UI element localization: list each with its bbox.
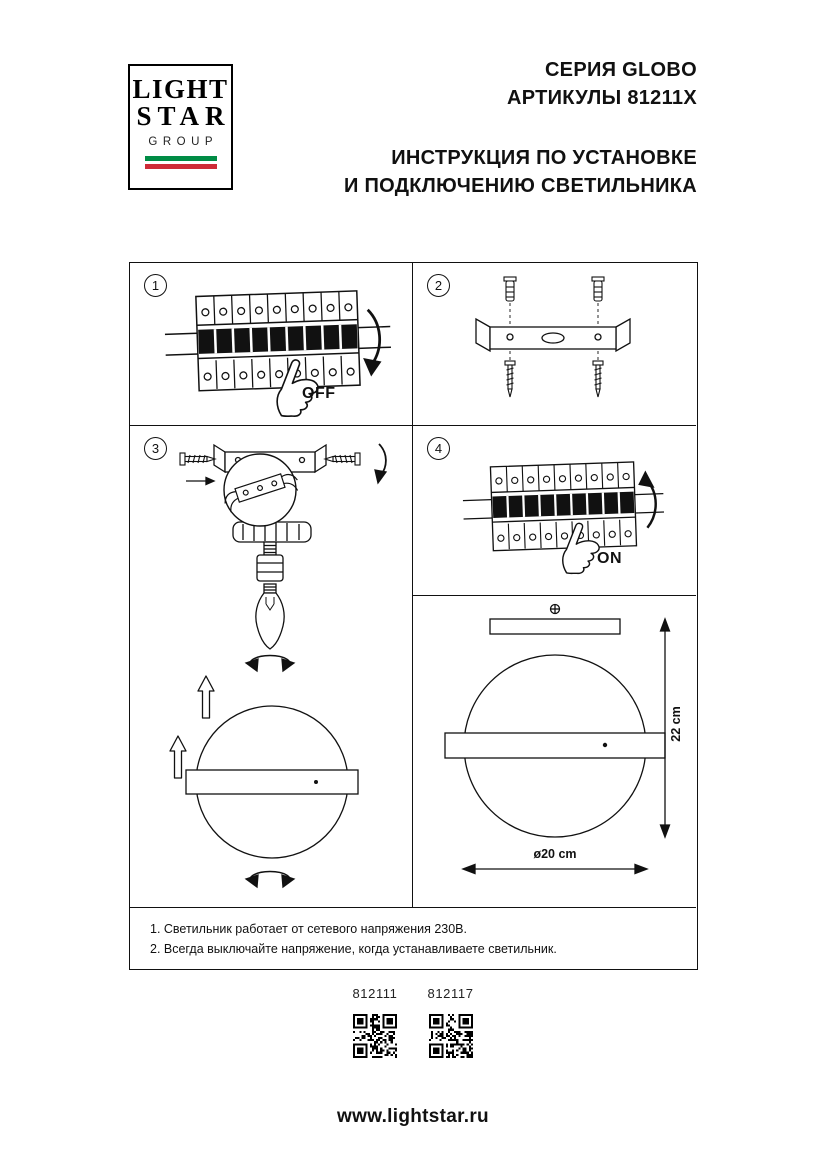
globe-band	[185, 769, 359, 795]
note-1: 1. Светильник работает от сетевого напря…	[150, 922, 467, 936]
mounting-bracket-diagram	[475, 276, 631, 398]
lamp-dimensions-panel: 22 cm ø20 cm	[413, 596, 696, 907]
height-dimension-label: 22 cm	[669, 706, 683, 742]
step-2-panel: 2	[413, 263, 696, 426]
product-articles: 812111 812117	[0, 986, 826, 1058]
ceiling-screw-icon	[549, 603, 561, 615]
product: 812111	[352, 986, 397, 1058]
website-url: www.lightstar.ru	[337, 1106, 489, 1127]
qr-code	[352, 1014, 397, 1058]
instruction-steps-grid: 1	[129, 262, 698, 970]
diameter-dimension-label: ø20 cm	[533, 847, 577, 861]
flag-stripe-white	[144, 160, 217, 164]
on-label: ON	[597, 550, 622, 567]
off-label: OFF	[302, 385, 336, 402]
logo-word-light: LIGHT	[132, 74, 229, 104]
step-4-panel: 4 ON	[413, 426, 696, 596]
product-article: 812117	[427, 986, 474, 1001]
instruction-title-line2: И ПОДКЛЮЧЕНИЮ СВЕТИЛЬНИКА	[343, 175, 697, 197]
note-2: 2. Всегда выключайте напряжение, когда у…	[150, 942, 557, 956]
ceiling-plate	[489, 618, 621, 635]
articles-title: АРТИКУЛЫ 81211X	[506, 87, 697, 109]
rotate-arrow-icon	[245, 654, 295, 672]
series-title: СЕРИЯ GLOBO	[544, 59, 697, 81]
step-1-number: 1	[144, 274, 167, 297]
step-3-panel: 3	[130, 426, 413, 907]
assembly-diagram	[169, 443, 388, 888]
bulb-icon	[255, 592, 285, 650]
logo-word-group: GROUP	[148, 136, 219, 148]
switch-down-arrow-icon	[366, 308, 381, 365]
header: СЕРИЯ GLOBO АРТИКУЛЫ 81211X ИНСТРУКЦИЯ П…	[344, 56, 697, 200]
notes: 1. Светильник работает от сетевого напря…	[130, 907, 696, 969]
italian-flag-icon	[144, 156, 217, 169]
step-4-number: 4	[427, 437, 450, 460]
qr-code	[428, 1014, 473, 1058]
globe-band	[444, 732, 666, 759]
step-1-panel: 1	[130, 263, 413, 426]
instruction-title-line1: ИНСТРУКЦИЯ ПО УСТАНОВКЕ	[391, 147, 697, 169]
flag-stripe-green	[144, 156, 217, 161]
lamp-dimensions-diagram	[444, 603, 671, 875]
logo-word-star: STAR	[136, 101, 231, 131]
circuit-breaker-on-diagram	[461, 448, 666, 581]
circuit-breaker-off-diagram	[163, 275, 393, 425]
bulb-base	[263, 583, 277, 594]
up-arrow-icon	[169, 735, 187, 779]
step-2-number: 2	[427, 274, 450, 297]
up-arrow-icon	[197, 675, 215, 719]
rotate-arrow-icon	[245, 870, 295, 888]
step-3-number: 3	[144, 437, 167, 460]
product: 812117	[428, 986, 474, 1058]
product-article: 812111	[352, 986, 398, 1001]
lightstar-logo: LIGHT STAR GROUP	[128, 64, 233, 190]
flag-stripe-red	[144, 164, 217, 169]
